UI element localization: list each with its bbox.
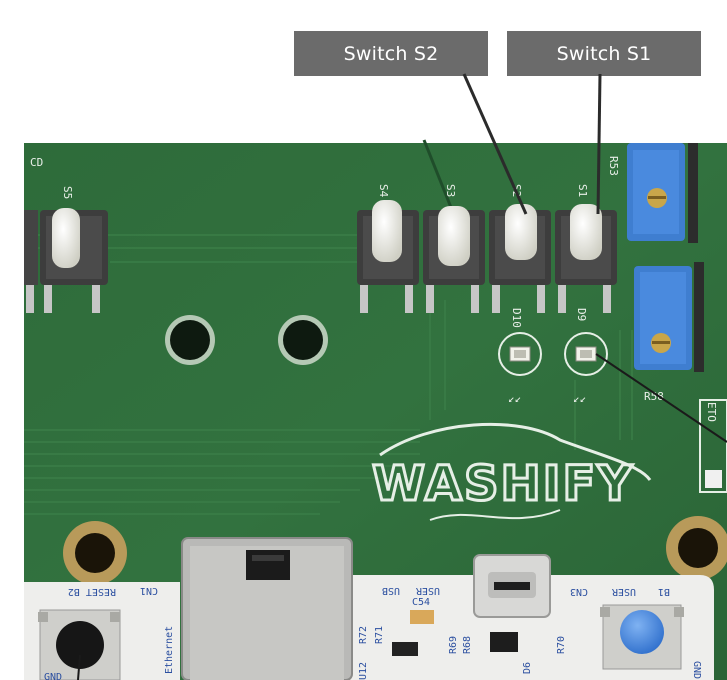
smd-components: R72 R71 R69 R68 R70 C54 U12 D6 xyxy=(358,597,567,680)
svg-text:R68: R68 xyxy=(462,636,473,654)
leader-line-s1 xyxy=(596,73,602,215)
svg-text:B1: B1 xyxy=(658,586,670,597)
mounting-hole-gold xyxy=(666,516,727,580)
tactile-switch-s4: S4 xyxy=(357,184,419,313)
svg-text:↙↙: ↙↙ xyxy=(573,392,586,405)
svg-text:GND: GND xyxy=(44,672,62,680)
led-d9: D9 ↙↙ xyxy=(564,308,608,405)
user-button-b1: CN3 USER B1 GND xyxy=(570,586,702,679)
svg-text:S3: S3 xyxy=(444,184,457,197)
callout-switch-s1: Switch S1 xyxy=(507,31,701,76)
svg-text:S5: S5 xyxy=(61,186,74,199)
svg-text:U12: U12 xyxy=(358,662,369,680)
svg-text:R72: R72 xyxy=(358,626,369,644)
mounting-hole xyxy=(165,315,215,365)
ethernet-label: ETO xyxy=(699,399,727,493)
rj45-connector xyxy=(181,537,353,680)
label-usb: USB xyxy=(382,585,400,596)
svg-text:D9: D9 xyxy=(575,308,588,321)
svg-text:R69: R69 xyxy=(448,636,459,654)
svg-text:R58: R58 xyxy=(644,390,664,403)
tactile-switch-s5: S5 xyxy=(40,186,108,313)
svg-text:S4: S4 xyxy=(377,184,390,198)
label-cd: CD xyxy=(30,156,43,169)
potentiometer-r58: R58 xyxy=(634,262,704,403)
tactile-switch-s3: S3 xyxy=(423,184,485,313)
washify-logo: WASHIFY xyxy=(371,422,652,521)
svg-text:D6: D6 xyxy=(522,662,533,674)
reset-button-b2: RESET B2 GND xyxy=(38,586,121,680)
led-d10: D10 ↙↙ xyxy=(498,308,542,405)
svg-text:GND: GND xyxy=(691,661,702,679)
tactile-switch-s1: S1 xyxy=(555,184,617,313)
svg-text:R70: R70 xyxy=(556,636,567,654)
tactile-switch-partial xyxy=(24,210,38,313)
leader-line-d9 xyxy=(595,353,727,443)
potentiometer-r53: R53 xyxy=(607,143,698,243)
svg-text:D10: D10 xyxy=(510,308,523,328)
leader-line-reset xyxy=(77,654,81,680)
svg-text:ETO: ETO xyxy=(705,402,718,422)
svg-text:C54: C54 xyxy=(412,597,430,608)
svg-text:R71: R71 xyxy=(374,626,385,644)
leader-line-s2 xyxy=(462,73,528,215)
svg-text:RESET B2: RESET B2 xyxy=(68,586,116,597)
svg-text:USER: USER xyxy=(611,586,636,597)
svg-text:CN3: CN3 xyxy=(570,586,588,597)
dark-trace xyxy=(422,139,454,211)
mounting-hole-gold xyxy=(63,521,127,585)
label-ethernet: Ethernet xyxy=(164,626,175,674)
label-cn1: CN1 xyxy=(140,585,158,596)
label-user: USER xyxy=(415,585,440,596)
tactile-switch-s2: S2 xyxy=(489,184,551,313)
micro-usb-connector xyxy=(473,554,551,618)
svg-text:WASHIFY: WASHIFY xyxy=(372,456,634,512)
callout-switch-s2: Switch S2 xyxy=(294,31,488,76)
svg-text:↙↙: ↙↙ xyxy=(508,392,521,405)
mounting-hole xyxy=(278,315,328,365)
svg-text:R53: R53 xyxy=(607,156,620,176)
svg-text:S1: S1 xyxy=(576,184,589,197)
